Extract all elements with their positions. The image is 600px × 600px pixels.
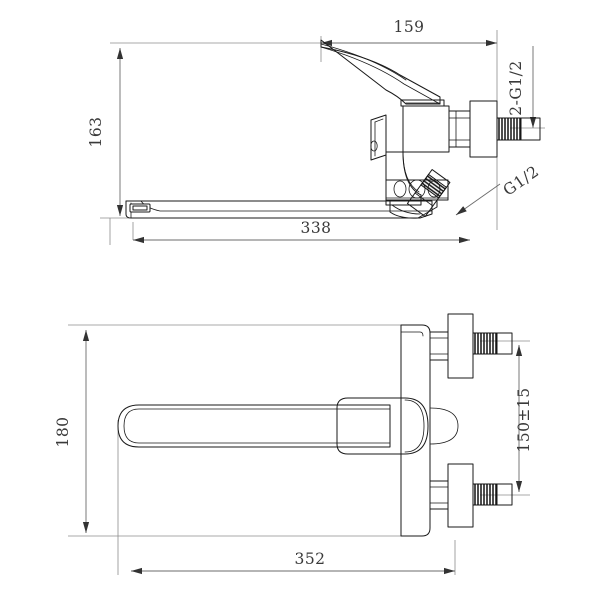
front-spout-tube <box>117 404 391 448</box>
front-lower-inlet <box>429 463 513 528</box>
side-view-extension-lines <box>100 30 498 245</box>
dimension-label-G12: G1/2 <box>500 162 543 199</box>
diverter-knob <box>370 114 387 161</box>
dimension-338: 338 <box>133 219 470 244</box>
front-lever-handle <box>336 397 429 455</box>
front-upper-thread <box>472 332 498 355</box>
front-lower-hex-nut <box>429 480 449 510</box>
dimension-label-2G12: 2-G1/2 <box>507 60 525 115</box>
dimension-352: 352 <box>131 550 455 575</box>
front-lower-flange <box>447 463 474 528</box>
front-elevation-view: 180 150±15 352 <box>54 313 533 575</box>
upper-hex-nut <box>448 110 471 148</box>
dimension-label-338: 338 <box>300 219 331 237</box>
front-upper-hex-nut <box>429 331 449 361</box>
outlet-sleeve <box>406 169 451 217</box>
dimension-label-352: 352 <box>294 550 325 568</box>
upper-wall-flange <box>469 100 498 158</box>
cartridge-housing <box>402 105 450 153</box>
dimension-label-163: 163 <box>87 116 105 147</box>
front-lower-thread <box>472 483 498 506</box>
lower-outlet-assembly <box>406 169 451 217</box>
dimension-label-180: 180 <box>54 416 72 447</box>
front-view-extension-lines <box>68 324 530 575</box>
lever-handle <box>320 39 441 105</box>
front-body-plate <box>400 324 431 537</box>
mixer-body <box>320 39 450 219</box>
dimension-163: 163 <box>87 48 124 216</box>
dimension-G1-2: G1/2 <box>455 162 543 216</box>
dimension-150pm15: 150±15 <box>515 345 533 492</box>
upper-inlet-assembly <box>448 100 541 158</box>
dimension-180: 180 <box>54 330 90 533</box>
dimension-2-G1-2: 2-G1/2 <box>507 46 545 129</box>
dimension-label-159: 159 <box>393 18 424 36</box>
front-upper-inlet <box>429 313 513 379</box>
dimension-label-150pm15: 150±15 <box>515 387 533 452</box>
front-centre-boss <box>429 407 459 445</box>
side-elevation-view: 159 163 338 2-G1/2 G1/2 <box>87 18 545 245</box>
outlet-thread <box>420 173 448 199</box>
upper-thread <box>496 117 522 141</box>
front-upper-flange <box>447 313 474 379</box>
